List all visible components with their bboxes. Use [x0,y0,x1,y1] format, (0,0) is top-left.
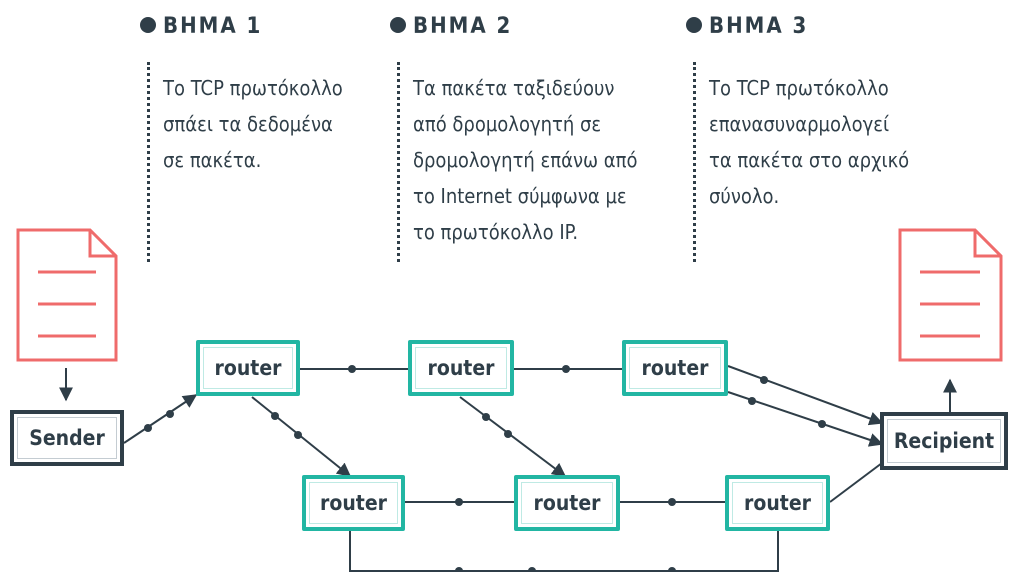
step-2-title: ΒΗΜΑ 2 [413,14,513,39]
router-label: router [533,491,601,515]
step-2-dot-icon [390,17,406,33]
packet-dot [348,365,356,373]
step-3-dotted-line [693,62,696,262]
packet-dot [294,431,302,439]
step-1-dot-icon [140,17,156,33]
packet-dot [482,413,490,421]
packet-dot [504,430,512,438]
step-3-dot-icon [686,17,702,33]
packet-dot [166,410,174,418]
document-icon [898,228,1003,362]
sender-box: Sender [10,410,124,466]
link-router6-recipient [829,462,883,503]
document-icon [16,228,118,362]
recipient-box: Recipient [880,412,1008,470]
link-router2-router5 [459,396,567,477]
packet-dot [748,397,756,405]
step-2-text: Τα πακέτα ταξιδεύουν από δρομολογητή σε … [413,76,638,244]
packet-dot [562,365,570,373]
router-label: router [214,356,282,380]
step-1-title: ΒΗΜΑ 1 [163,14,263,39]
packet-dot [455,567,463,572]
sender-label: Sender [29,426,105,450]
packet-dot [668,498,676,506]
router-label: router [320,491,387,515]
link-sender-router1 [123,394,198,444]
router-label: router [427,356,495,380]
router-5: router [514,475,620,531]
packet-dot [668,567,676,572]
router-1: router [196,340,300,396]
step-2-dotted-line [397,62,400,262]
router-3: router [622,340,728,396]
link-router3-recipient-a [727,365,884,426]
router-2: router [408,340,514,396]
step-1-text: Το TCP πρωτόκολλο σπάει τα δεδομένα σε π… [163,76,343,172]
router-4: router [302,475,405,531]
step-1-dotted-line [147,62,150,262]
step-3-text: Το TCP πρωτόκολλο επανασυναρμολογεί τα π… [709,76,910,208]
router-label: router [744,491,811,515]
packet-dot [818,420,826,428]
packet-dot [271,412,279,420]
packet-dot [528,567,536,572]
packet-dot [144,424,152,432]
router-label: router [641,356,709,380]
router-6: router [725,475,830,531]
packet-dot [760,376,768,384]
step-3-title: ΒΗΜΑ 3 [709,14,809,39]
packet-dot [455,498,463,506]
recipient-label: Recipient [893,429,995,453]
